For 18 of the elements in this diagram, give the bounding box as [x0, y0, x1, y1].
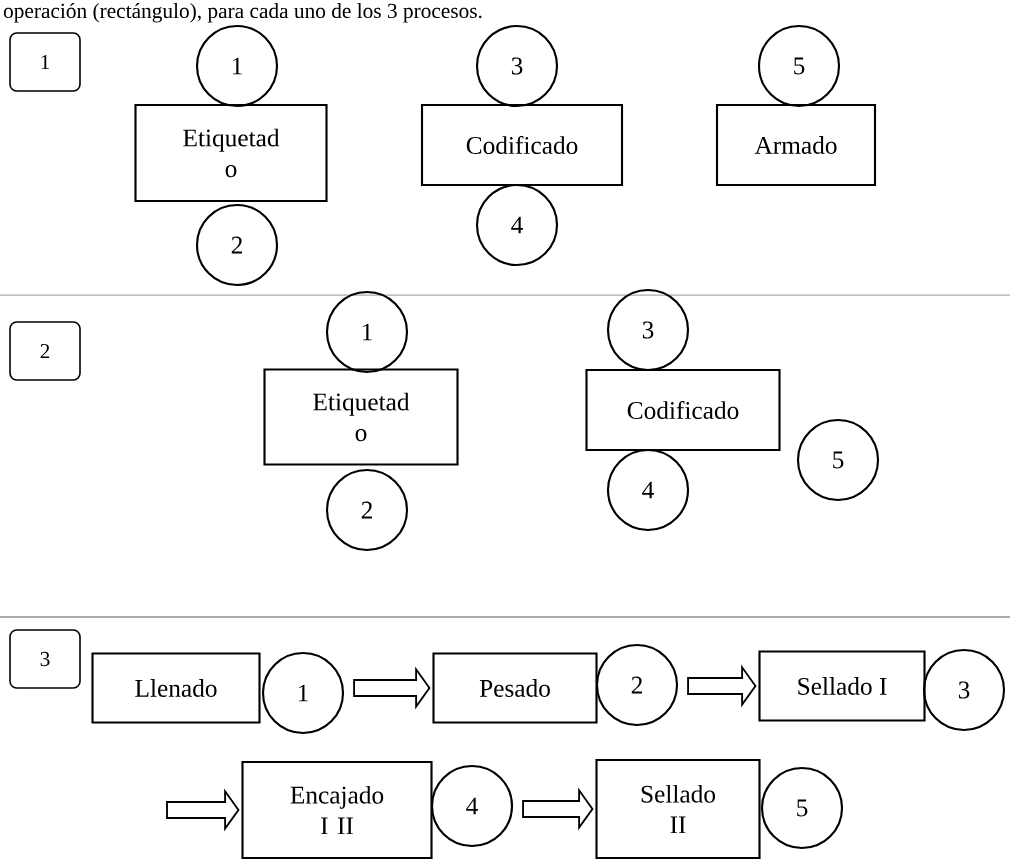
process-box: Armado	[715, 103, 877, 187]
number-tag: 2	[9, 321, 81, 381]
process-box: Pesado	[432, 652, 598, 724]
block-arrow	[522, 787, 594, 831]
process-box: Etiquetad o	[134, 103, 328, 203]
process-box: Etiquetad o	[263, 368, 459, 466]
process-box: Sellado II	[595, 758, 761, 860]
process-box: Sellado I	[758, 650, 926, 722]
process-box: Codificado	[420, 103, 624, 187]
process-box: Codificado	[585, 368, 781, 452]
block-arrow	[353, 666, 431, 710]
block-arrow	[166, 788, 240, 832]
process-box: Encajado I II	[241, 760, 433, 860]
block-arrow	[687, 664, 757, 708]
process-box: Llenado	[91, 652, 261, 724]
heading-text: operación (rectángulo), para cada uno de los 3 procesos.	[3, 3, 482, 23]
number-tag: 3	[9, 629, 81, 689]
number-tag: 1	[9, 32, 81, 92]
